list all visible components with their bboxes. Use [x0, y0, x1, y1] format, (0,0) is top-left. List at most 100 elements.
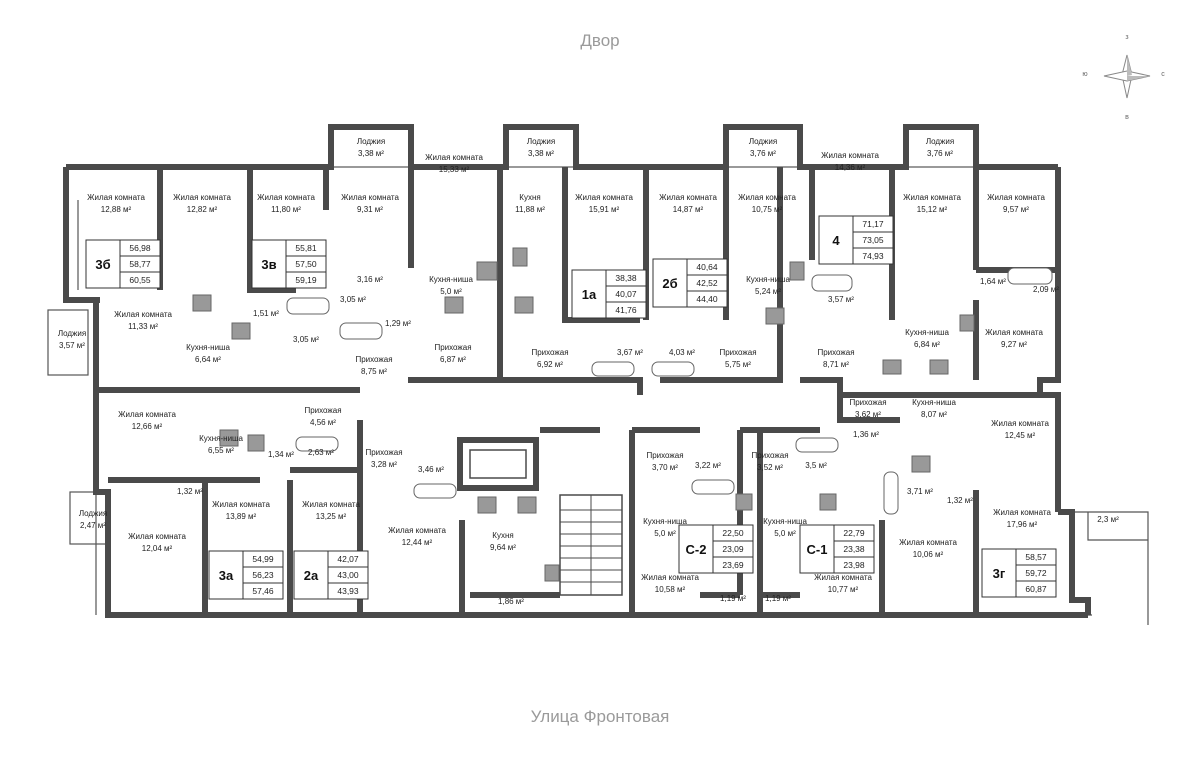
room-name: Прихожая: [531, 348, 568, 357]
room-name: Жилая комната: [87, 193, 145, 202]
room-area: 3,71 м²: [907, 487, 933, 496]
room-area: 3,70 м²: [652, 463, 678, 472]
apartment-code: 1а: [582, 287, 597, 302]
room-name: Кухня: [492, 531, 513, 540]
room-name: Жилая комната: [128, 532, 186, 541]
room-area: 3,28 м²: [371, 460, 397, 469]
room-area: 1,29 м²: [385, 319, 411, 328]
room-name: Прихожая: [434, 343, 471, 352]
room-area: 15,91 м²: [589, 205, 620, 214]
top-street-label: Двор: [580, 31, 619, 50]
room-name: Прихожая: [719, 348, 756, 357]
room-area: 13,89 м²: [226, 512, 257, 521]
room-area: 10,77 м²: [828, 585, 859, 594]
apartment-area-value: 40,07: [615, 289, 637, 299]
room-name: Прихожая: [817, 348, 854, 357]
room-name: Прихожая: [751, 451, 788, 460]
room-name: Лоджия: [357, 137, 385, 146]
room-area: 4,56 м²: [310, 418, 336, 427]
room-area: 11,80 м²: [271, 205, 301, 214]
room-name: Прихожая: [365, 448, 402, 457]
compass-w: ю: [1082, 71, 1087, 78]
apartment-area-value: 23,38: [843, 544, 865, 554]
apartment-area-value: 59,19: [295, 275, 317, 285]
apartment-area-value: 58,77: [129, 259, 151, 269]
apartment-area-value: 42,52: [696, 278, 718, 288]
apartment-code: 3б: [95, 257, 110, 272]
apartment-area-value: 38,38: [615, 273, 637, 283]
room-name: Кухня-ниша: [429, 275, 473, 284]
apartment-code: 2а: [304, 568, 319, 583]
room-area: 1,86 м²: [498, 597, 524, 606]
room-area: 13,25 м²: [316, 512, 347, 521]
room-area: 1,34 м²: [268, 450, 294, 459]
room-name: Жилая комната: [738, 193, 796, 202]
apartment-area-value: 60,87: [1025, 584, 1047, 594]
room-area: 3,76 м²: [750, 149, 776, 158]
room-name: Жилая комната: [987, 193, 1045, 202]
room-area: 6,64 м²: [195, 355, 221, 364]
room-area: 12,45 м²: [1005, 431, 1036, 440]
apartment-area-value: 41,76: [615, 305, 637, 315]
room-name: Жилая комната: [388, 526, 446, 535]
room-name: Жилая комната: [302, 500, 360, 509]
room-name: Прихожая: [646, 451, 683, 460]
room-area: 3,38 м²: [528, 149, 554, 158]
apartment-area-value: 44,40: [696, 294, 718, 304]
room-area: 5,75 м²: [725, 360, 751, 369]
room-name: Жилая комната: [341, 193, 399, 202]
room-name: Кухня-ниша: [912, 398, 956, 407]
room-area: 1,64 м²: [980, 277, 1006, 286]
room-area: 1,32 м²: [177, 487, 203, 496]
room-name: Жилая комната: [118, 410, 176, 419]
apartment-area-value: 56,23: [252, 570, 274, 580]
room-area: 2,47 м²: [80, 521, 106, 530]
room-area: 6,92 м²: [537, 360, 563, 369]
apartment-area-value: 22,50: [722, 528, 744, 538]
room-area: 4,03 м²: [669, 348, 695, 357]
room-name: Кухня-ниша: [763, 517, 807, 526]
fixtures: [192, 247, 1053, 582]
room-name: Жилая комната: [659, 193, 717, 202]
room-area: 6,55 м²: [208, 446, 234, 455]
room-area: 5,24 м²: [755, 287, 781, 296]
room-name: Жилая комната: [575, 193, 633, 202]
room-area: 3,38 м²: [358, 149, 384, 158]
apartment-area-value: 57,46: [252, 586, 274, 596]
apartment-code: 2б: [662, 276, 677, 291]
apartment-area-value: 43,00: [337, 570, 359, 580]
apartment-area-value: 57,50: [295, 259, 317, 269]
room-name: Жилая комната: [993, 508, 1051, 517]
room-name: Жилая комната: [425, 153, 483, 162]
room-area: 3,05 м²: [340, 295, 366, 304]
apartment-info-box: 1а 38,38 40,07 41,76: [571, 269, 647, 319]
room-area: 9,27 м²: [1001, 340, 1027, 349]
room-area: 9,31 м²: [357, 205, 383, 214]
room-area: 1,19 м²: [765, 594, 791, 603]
room-name: Кухня: [519, 193, 540, 202]
room-name: Лоджия: [79, 509, 107, 518]
room-labels: Лоджия 3,38 м² Лоджия 3,38 м² Лоджия 3,76 м² Л…: [58, 137, 1119, 606]
room-area: 1,19 м²: [720, 594, 746, 603]
room-area: 11,33 м²: [128, 322, 158, 331]
room-name: Лоджия: [58, 329, 86, 338]
room-area: 3,57 м²: [59, 341, 85, 350]
room-name: Кухня-ниша: [199, 434, 243, 443]
room-name: Лоджия: [749, 137, 777, 146]
room-name: Кухня-ниша: [746, 275, 790, 284]
room-area: 12,88 м²: [101, 205, 132, 214]
room-area: 1,51 м²: [253, 309, 279, 318]
apartment-area-value: 23,09: [722, 544, 744, 554]
compass-n: з: [1125, 34, 1128, 41]
room-name: Кухня-ниша: [905, 328, 949, 337]
apartment-area-value: 73,05: [862, 235, 884, 245]
room-area: 15,33 м²: [439, 165, 470, 174]
room-area: 3,22 м²: [695, 461, 721, 470]
apartment-area-value: 56,98: [129, 243, 151, 253]
